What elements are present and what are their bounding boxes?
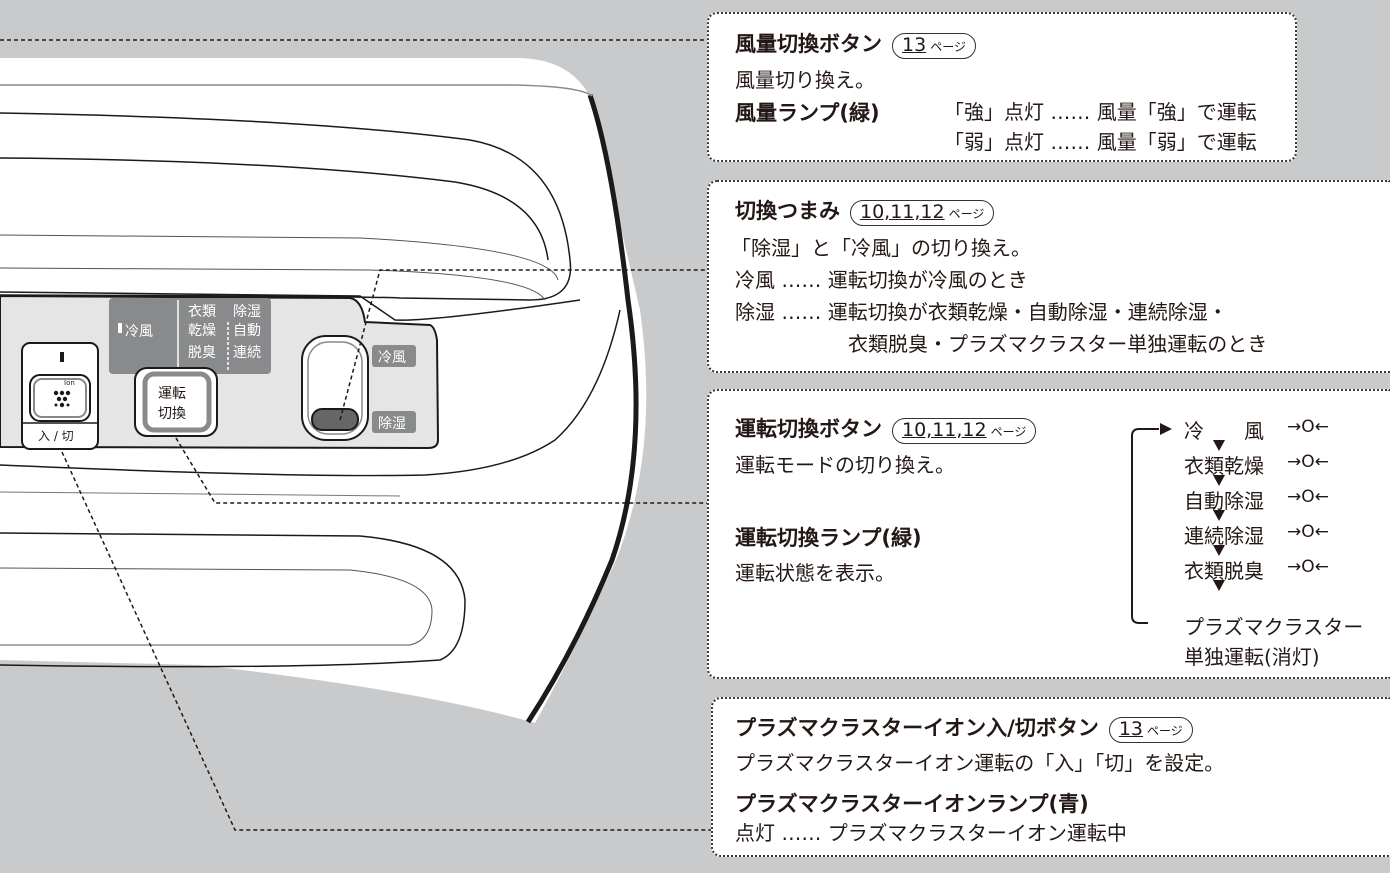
mode-button-label[interactable]: 切換 <box>158 406 186 422</box>
cycle-step: 自動除湿 <box>1184 489 1264 513</box>
lamp-on-icon: →O← <box>1287 522 1329 542</box>
knob-cool-label: 冷風 <box>378 350 406 366</box>
lamp-on-icon: →O← <box>1287 452 1329 472</box>
panel-mode-text: 衣類 <box>188 304 216 320</box>
panel-mode-text: 脱臭 <box>188 345 216 361</box>
mode-lamp-panel <box>109 298 271 374</box>
panel-mode-text: 乾燥 <box>188 323 216 339</box>
lamp-on-icon: →O← <box>1287 417 1329 437</box>
knob-line: 除湿 …… 運転切換が衣類乾燥・自動除湿・連続除湿・ <box>735 300 1228 324</box>
cycle-arrow-down <box>1213 580 1225 591</box>
panel-mode-text: 除湿 <box>233 304 261 320</box>
power-button-label[interactable]: 入 / 切 <box>38 429 74 443</box>
lamp-on-icon: →O← <box>1287 487 1329 507</box>
cycle-arrow-down <box>1213 475 1225 486</box>
ion-lamp-line: 点灯 …… プラズマクラスターイオン運転中 <box>735 821 1127 845</box>
leader-mode <box>175 437 712 504</box>
mode-lamp-desc: 運転状態を表示。 <box>735 561 895 585</box>
switch-knob <box>311 408 359 431</box>
cycle-arrow-down <box>1213 510 1225 521</box>
cycle-step: 単独運転(消灯) <box>1184 645 1320 669</box>
lamp-on-icon: →O← <box>1287 557 1329 577</box>
fan-title: 風量切換ボタン <box>735 32 882 56</box>
leader-ion <box>61 451 712 831</box>
ion-lamp-title: プラズマクラスターイオンランプ(青) <box>735 792 1089 816</box>
cycle-arrow-down <box>1213 545 1225 556</box>
mode-desc: 運転モードの切り換え。 <box>735 453 955 477</box>
fan-desc: 風量切り換え。 <box>735 68 875 92</box>
mode-button-label[interactable]: 運転 <box>158 386 186 402</box>
fan-lamp-line: 「強」点灯 …… 風量「強」で運転 <box>944 100 1257 124</box>
ion-cluster-icon <box>53 390 71 408</box>
cycle-step: 衣類脱臭 <box>1184 559 1264 583</box>
fan-lamp-title: 風量ランプ(緑) <box>735 101 880 125</box>
unit-edge <box>525 94 639 724</box>
mode-title: 運転切換ボタン <box>735 417 882 441</box>
mode-cycle-arrow <box>1131 423 1172 624</box>
ion-desc: プラズマクラスターイオン運転の「入」「切」を設定。 <box>735 751 1225 775</box>
panel-cool-label: 冷風 <box>125 324 153 340</box>
panel-mode-text: 自動 <box>233 323 261 339</box>
cycle-arrow-down <box>1213 440 1225 451</box>
ion-label: Ion <box>64 379 75 387</box>
knob-desc: 「除湿」と「冷風」の切り換え。 <box>731 236 1031 260</box>
cycle-step: 衣類乾燥 <box>1184 454 1264 478</box>
ion-title: プラズマクラスターイオン入/切ボタン <box>735 716 1099 740</box>
cycle-step: 冷 風 <box>1184 419 1264 443</box>
knob-line: 衣類脱臭・プラズマクラスター単独運転のとき <box>848 332 1268 356</box>
leader-knob <box>339 269 708 421</box>
fan-lamp-line: 「弱」点灯 …… 風量「弱」で運転 <box>944 130 1257 154</box>
mode-lamp-title: 運転切換ランプ(緑) <box>735 526 922 550</box>
cycle-step: 連続除湿 <box>1184 524 1264 548</box>
cycle-step: プラズマクラスター <box>1184 615 1364 639</box>
knob-title: 切換つまみ <box>735 199 840 223</box>
knob-dehumid-label: 除湿 <box>378 416 406 432</box>
knob-line: 冷風 …… 運転切換が冷風のとき <box>735 268 1028 292</box>
panel-mode-text: 連続 <box>233 345 261 361</box>
